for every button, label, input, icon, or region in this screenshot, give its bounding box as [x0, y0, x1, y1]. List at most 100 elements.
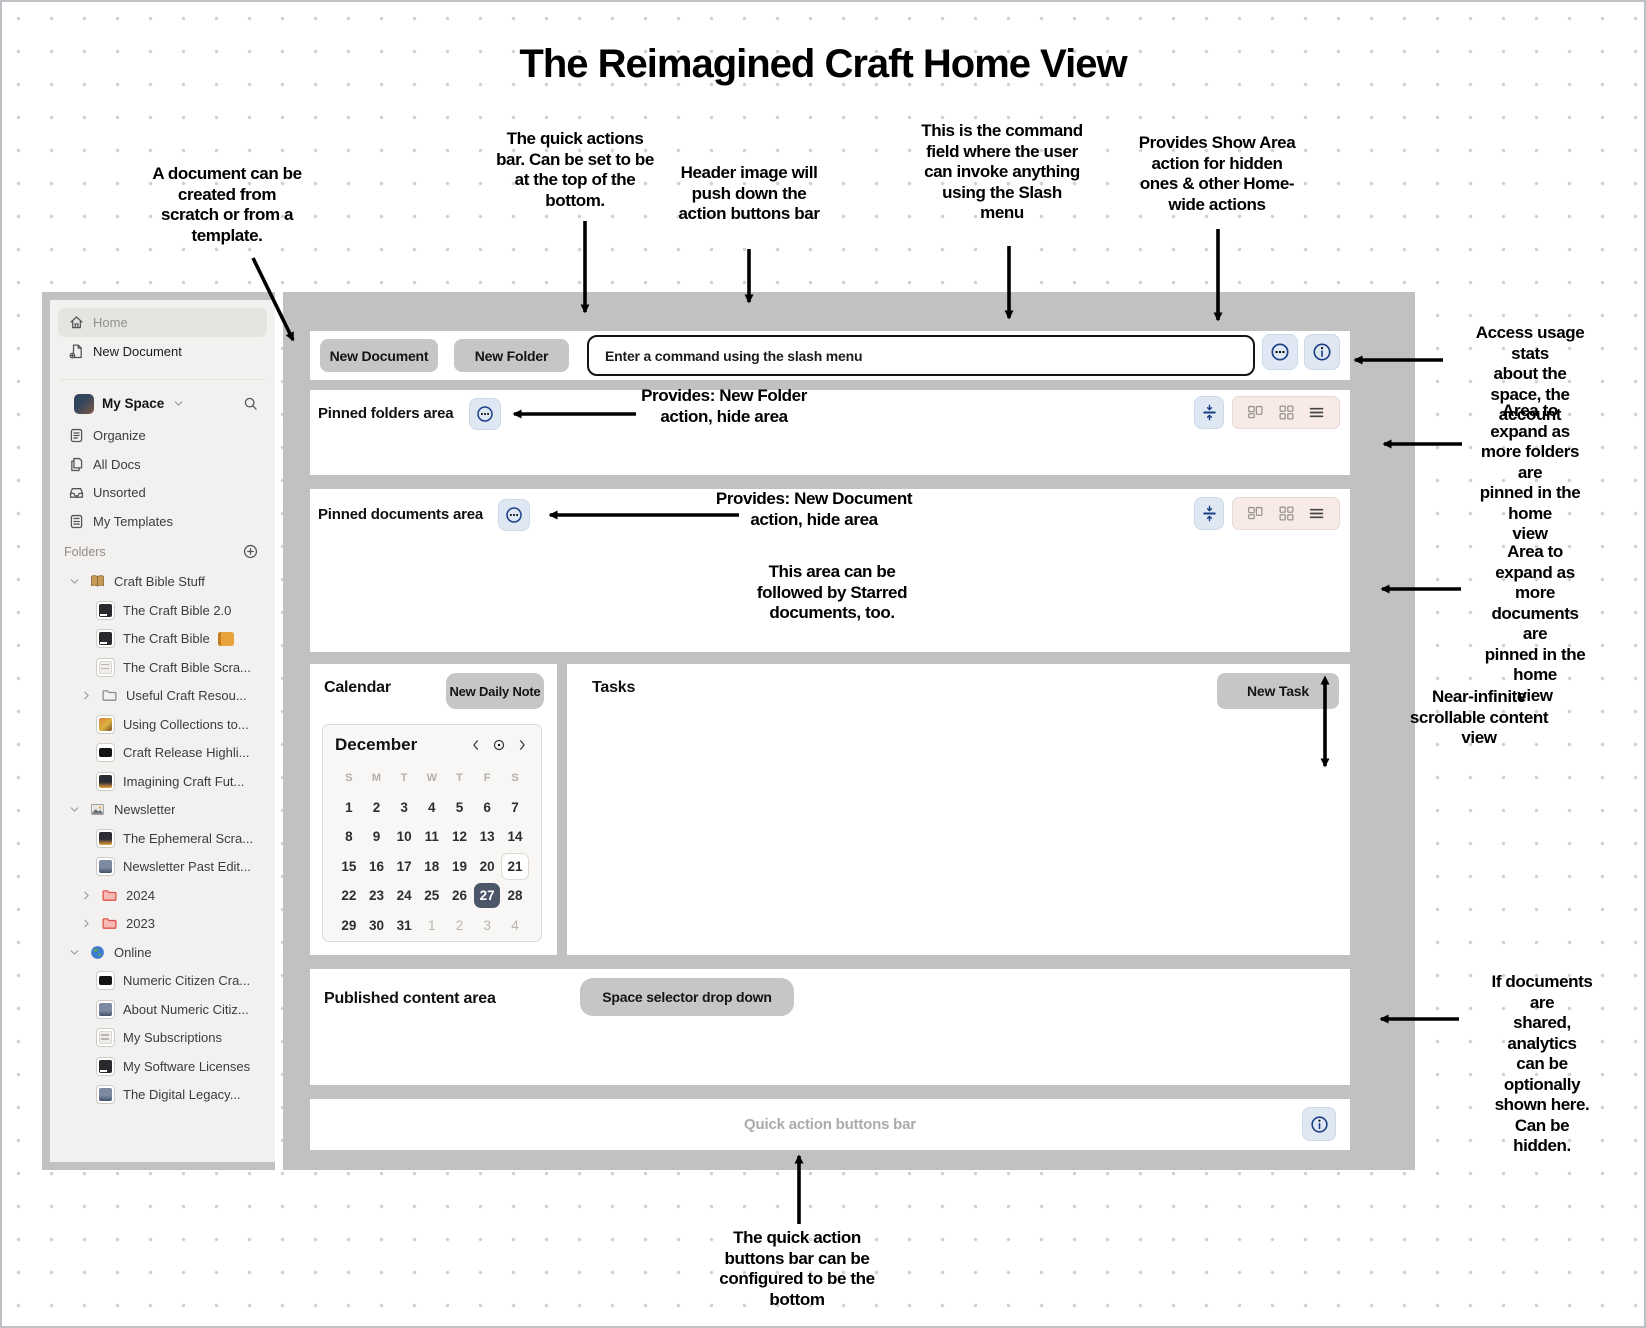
sidebar-item-online[interactable]: Online: [50, 938, 275, 967]
sidebar-item-2023[interactable]: 2023: [50, 910, 275, 939]
sidebar-item-newsletter-past-edit[interactable]: Newsletter Past Edit...: [50, 853, 275, 882]
calendar-day[interactable]: 3: [400, 799, 408, 815]
search-icon[interactable]: [242, 395, 259, 412]
calendar-day[interactable]: 6: [483, 799, 491, 815]
sidebar-item-label: Craft Release Highli...: [123, 745, 250, 761]
annotation-documents-expand: Area to expand as more documents are pin…: [1484, 542, 1586, 705]
calendar-day[interactable]: 13: [479, 829, 495, 845]
calendar-day[interactable]: 21: [500, 852, 529, 882]
grid-view-icon[interactable]: [1278, 404, 1295, 421]
calendar-day[interactable]: 12: [451, 829, 467, 845]
calendar-day[interactable]: 26: [451, 888, 467, 904]
calendar-day[interactable]: 2: [455, 917, 464, 933]
calendar-day[interactable]: 7: [511, 799, 519, 815]
calendar-day[interactable]: 15: [341, 858, 357, 874]
new-folder-button[interactable]: New Folder: [454, 339, 569, 372]
today-icon[interactable]: [492, 738, 506, 752]
calendar-day[interactable]: 29: [341, 917, 357, 933]
home-menu-button[interactable]: [1262, 334, 1298, 370]
calendar-day[interactable]: 16: [368, 858, 384, 874]
sidebar-item-new-document[interactable]: New Document: [50, 337, 275, 366]
chevron-right-icon: [80, 889, 93, 902]
calendar-day[interactable]: 1: [345, 799, 353, 815]
weekday-label: S: [511, 771, 519, 784]
pinned-folders-label: Pinned folders area: [318, 405, 454, 422]
sidebar-item-the-digital-legacy[interactable]: The Digital Legacy...: [50, 1081, 275, 1110]
sidebar-item-the-craft-bible[interactable]: The Craft Bible: [50, 625, 275, 654]
sidebar-item-craft-bible-stuff[interactable]: Craft Bible Stuff: [50, 568, 275, 597]
board-view-icon[interactable]: [1247, 505, 1264, 522]
pinned-documents-menu-button[interactable]: [498, 499, 530, 531]
calendar-day[interactable]: 18: [424, 858, 440, 874]
calendar-day[interactable]: 28: [507, 888, 523, 904]
sidebar-item-unsorted[interactable]: Unsorted: [50, 479, 275, 508]
calendar-day[interactable]: 4: [428, 799, 436, 815]
list-view-icon[interactable]: [1308, 505, 1325, 522]
pinned-documents-collapse-button[interactable]: [1194, 497, 1224, 530]
sidebar-item-home[interactable]: Home: [58, 308, 267, 337]
sidebar-item-my-software-licenses[interactable]: My Software Licenses: [50, 1052, 275, 1081]
pinned-folders-menu-button[interactable]: [469, 398, 501, 430]
calendar-day[interactable]: 27: [473, 881, 501, 911]
sidebar-item-the-craft-bible-2-0[interactable]: The Craft Bible 2.0: [50, 596, 275, 625]
quick-action-buttons-bar-placeholder: Quick action buttons bar: [744, 1116, 916, 1133]
sidebar-item-using-collections-to[interactable]: Using Collections to...: [50, 710, 275, 739]
sidebar-item-2024[interactable]: 2024: [50, 881, 275, 910]
prev-month-icon[interactable]: [469, 738, 483, 752]
sidebar-item-useful-craft-resou[interactable]: Useful Craft Resou...: [50, 682, 275, 711]
sidebar-item-label: My Subscriptions: [123, 1030, 222, 1046]
calendar-day[interactable]: 31: [396, 917, 412, 933]
sidebar-item-my-subscriptions[interactable]: My Subscriptions: [50, 1024, 275, 1053]
calendar-day[interactable]: 4: [511, 917, 519, 933]
calendar-day[interactable]: 17: [396, 858, 412, 874]
calendar-day[interactable]: 25: [424, 888, 440, 904]
calendar-day[interactable]: 24: [396, 888, 412, 904]
space-selector[interactable]: My Space: [50, 386, 275, 422]
new-daily-note-button[interactable]: New Daily Note: [446, 673, 544, 709]
usage-info-button[interactable]: [1304, 334, 1340, 370]
calendar-day[interactable]: 3: [483, 917, 491, 933]
sidebar-item-the-craft-bible-scra[interactable]: The Craft Bible Scra...: [50, 653, 275, 682]
calendar-day[interactable]: 1: [428, 917, 436, 933]
grid-view-icon[interactable]: [1278, 505, 1295, 522]
sidebar-item-about-numeric-citiz[interactable]: About Numeric Citiz...: [50, 995, 275, 1024]
plus-circle-icon[interactable]: [242, 543, 259, 560]
calendar-day[interactable]: 19: [451, 858, 467, 874]
board-view-icon[interactable]: [1247, 404, 1264, 421]
sidebar-item-my-templates[interactable]: My Templates: [50, 507, 275, 536]
page-title: The Reimagined Craft Home View: [519, 42, 1127, 86]
calendar-day[interactable]: 14: [507, 829, 523, 845]
all-docs-icon: [68, 456, 85, 473]
sidebar-item-newsletter[interactable]: Newsletter: [50, 796, 275, 825]
quick-action-buttons-bar[interactable]: [310, 1099, 1350, 1150]
list-view-icon[interactable]: [1308, 404, 1325, 421]
calendar-day[interactable]: 23: [368, 888, 384, 904]
calendar-day[interactable]: 22: [341, 888, 357, 904]
new-task-button[interactable]: New Task: [1217, 673, 1339, 709]
calendar-day[interactable]: 20: [479, 858, 495, 874]
calendar-day[interactable]: 5: [455, 799, 464, 815]
chevron-down-icon: [172, 397, 185, 410]
ellipsis-circle-icon: [504, 505, 524, 525]
calendar-day[interactable]: 8: [345, 829, 353, 845]
notebook-emoji-icon: [217, 631, 234, 646]
calendar-day[interactable]: 11: [424, 829, 439, 845]
next-month-icon[interactable]: [515, 738, 529, 752]
sidebar-item-numeric-citizen-cra[interactable]: Numeric Citizen Cra...: [50, 967, 275, 996]
sidebar-item-craft-release-highli[interactable]: Craft Release Highli...: [50, 739, 275, 768]
sidebar-item-label: Organize: [93, 428, 146, 444]
sidebar-item-organize[interactable]: Organize: [50, 422, 275, 451]
new-document-button[interactable]: New Document: [320, 339, 438, 372]
sidebar-item-the-ephemeral-scra[interactable]: The Ephemeral Scra...: [50, 824, 275, 853]
space-selector-dropdown[interactable]: Space selector drop down: [580, 978, 794, 1016]
calendar-day[interactable]: 2: [372, 799, 381, 815]
calendar-day[interactable]: 30: [368, 917, 384, 933]
pinned-folders-collapse-button[interactable]: [1194, 396, 1224, 429]
bottom-bar-info-button[interactable]: [1302, 1107, 1336, 1141]
command-input[interactable]: Enter a command using the slash menu: [587, 335, 1255, 376]
sidebar-item-all-docs[interactable]: All Docs: [50, 450, 275, 479]
calendar-day[interactable]: 10: [396, 829, 412, 845]
calendar-day[interactable]: 9: [372, 829, 381, 845]
sidebar-item-imagining-craft-fut[interactable]: Imagining Craft Fut...: [50, 767, 275, 796]
